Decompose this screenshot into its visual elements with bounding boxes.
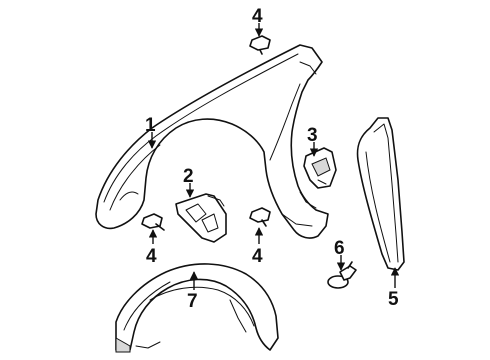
molding-strip xyxy=(356,117,405,271)
push-pin xyxy=(327,261,357,289)
callout-4-left: 4 xyxy=(146,246,157,267)
fender-liner xyxy=(115,263,279,353)
callout-5: 5 xyxy=(388,289,399,310)
clip-part xyxy=(303,147,337,189)
callout-6: 6 xyxy=(334,238,345,259)
callout-2: 2 xyxy=(183,166,194,187)
bolt-top xyxy=(249,35,271,55)
callout-4-top: 4 xyxy=(252,6,263,27)
callout-4-mid: 4 xyxy=(252,246,263,267)
callout-3: 3 xyxy=(307,125,318,146)
bolt-mid xyxy=(249,207,271,227)
bracket-part xyxy=(175,193,227,243)
leader-lines xyxy=(147,23,400,290)
callout-1: 1 xyxy=(145,115,156,136)
fender-panel xyxy=(95,44,329,239)
bolt-left xyxy=(141,213,165,231)
callout-7: 7 xyxy=(187,291,198,312)
